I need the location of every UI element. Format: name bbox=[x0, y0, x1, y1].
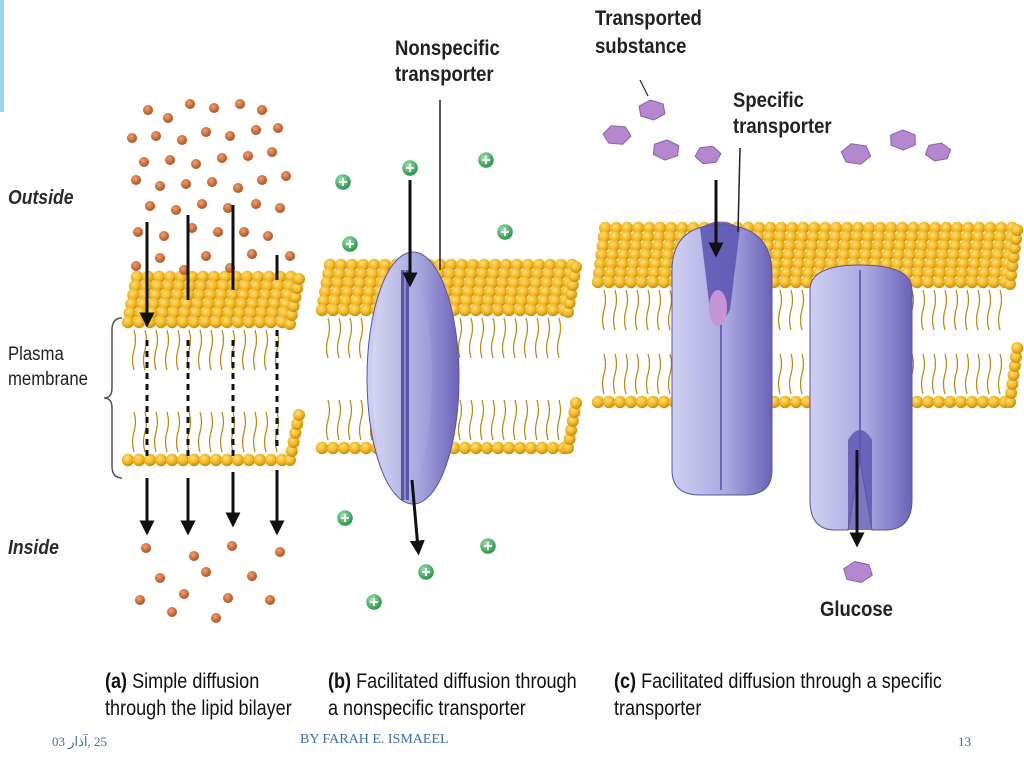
caption-c: (c) Facilitated diffusion through a spec… bbox=[614, 668, 942, 723]
arrow-b-out bbox=[409, 479, 425, 556]
bilayer-a-tails bbox=[131, 329, 280, 453]
label-specific: Specific bbox=[733, 89, 804, 112]
label-transported: Transported bbox=[595, 7, 702, 30]
caption-a: (a) Simple diffusion through the lipid b… bbox=[105, 668, 292, 723]
nonspecific-transporter-protein bbox=[366, 251, 460, 505]
caption-a-line2: through the lipid bilayer bbox=[105, 697, 292, 721]
caption-b: (b) Facilitated diffusion through a nons… bbox=[328, 668, 577, 723]
solute-molecules-a bbox=[127, 99, 295, 623]
bilayer-c-tails bbox=[601, 289, 1003, 395]
footer-page-number: 13 bbox=[958, 734, 971, 749]
footer-author: BY FARAH E. ISMAEEL bbox=[300, 732, 449, 747]
transported-substance-pointer bbox=[639, 79, 649, 97]
label-membrane: membrane bbox=[8, 369, 88, 390]
label-nonspecific-transporter: transporter bbox=[395, 63, 494, 86]
plasma-membrane-brace bbox=[103, 317, 123, 479]
footer-date: 25 ,آذار 03 bbox=[52, 734, 108, 749]
specific-transporter-pointer bbox=[737, 147, 741, 233]
caption-b-line1: Facilitated diffusion through bbox=[356, 670, 577, 693]
label-nonspecific: Nonspecific bbox=[395, 37, 500, 60]
caption-a-line1: Simple diffusion bbox=[132, 670, 260, 693]
lipid-bilayer-a bbox=[121, 270, 305, 467]
caption-b-line2: a nonspecific transporter bbox=[328, 697, 526, 721]
label-plasma: Plasma bbox=[8, 344, 64, 365]
lipid-bilayer-c bbox=[591, 221, 1024, 409]
bilayer-a-heads bbox=[121, 270, 305, 467]
bilayer-c-heads bbox=[591, 221, 1024, 409]
label-inside: Inside bbox=[8, 537, 59, 559]
ions-b bbox=[333, 150, 515, 612]
slide-accent-bar bbox=[0, 0, 4, 112]
label-specific-transporter: transporter bbox=[733, 115, 832, 138]
caption-c-line1: Facilitated diffusion through a specific bbox=[641, 670, 942, 693]
label-substance: substance bbox=[595, 35, 687, 58]
specific-transporter-open-in bbox=[809, 264, 913, 531]
caption-c-line2: transporter bbox=[614, 697, 702, 721]
caption-c-letter: (c) bbox=[614, 670, 637, 693]
diffusion-arrows-a bbox=[139, 205, 285, 536]
label-outside: Outside bbox=[8, 187, 74, 209]
transported-substance-molecules bbox=[602, 99, 952, 584]
specific-transporter-open-out bbox=[671, 221, 773, 496]
label-glucose: Glucose bbox=[820, 598, 893, 621]
caption-a-letter: (a) bbox=[105, 670, 128, 693]
caption-b-letter: (b) bbox=[328, 670, 352, 693]
